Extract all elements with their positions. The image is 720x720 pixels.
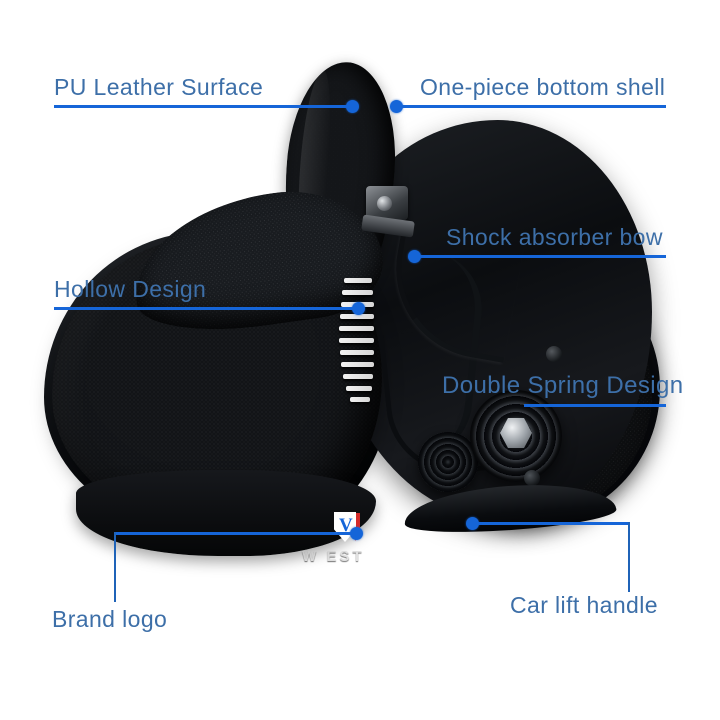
callout-dot-hollow-design: [352, 302, 365, 315]
leader-line-shock-absorber-bow: [418, 255, 666, 258]
leader-line-pu-leather-surface: [54, 105, 354, 108]
callout-label-pu-leather-surface: PU Leather Surface: [54, 74, 264, 100]
callout-dot-one-piece-bottom-shell: [390, 100, 403, 113]
ventilation-slots: [338, 276, 382, 406]
leader-line-car-lift-handle-vertical: [628, 522, 630, 592]
callout-dot-car-lift-handle: [466, 517, 479, 530]
callout-dot-brand-logo: [350, 527, 363, 540]
callout-label-double-spring-design: Double Spring Design: [442, 372, 684, 399]
cushion-base-lip: [76, 470, 376, 556]
callout-label-hollow-design: Hollow Design: [54, 276, 207, 302]
leader-line-hollow-design: [54, 307, 358, 310]
leader-line-double-spring-design: [524, 404, 666, 407]
leader-line-car-lift-handle-horizontal: [474, 522, 630, 525]
rail-clamp-bolt: [377, 196, 392, 211]
callout-dot-pu-leather-surface: [346, 100, 359, 113]
spring-secondary: [418, 432, 478, 492]
shell-rivet-bottom: [524, 470, 540, 486]
logo-letter-v: V: [339, 515, 353, 536]
callout-dot-shock-absorber-bow: [408, 250, 421, 263]
leader-line-one-piece-bottom-shell: [398, 105, 666, 108]
leader-line-brand-logo-vertical: [114, 532, 116, 602]
brand-logo-mark: V: [330, 512, 370, 546]
callout-label-one-piece-bottom-shell: One-piece bottom shell: [420, 74, 666, 100]
callout-label-shock-absorber-bow: Shock absorber bow: [446, 224, 663, 250]
callout-label-brand-logo: Brand logo: [52, 606, 168, 632]
callout-label-car-lift-handle: Car lift handle: [510, 592, 658, 618]
shell-rivet-top: [546, 346, 562, 362]
brand-name-text: W EST: [302, 548, 365, 565]
leader-line-brand-logo-horizontal: [114, 532, 356, 535]
